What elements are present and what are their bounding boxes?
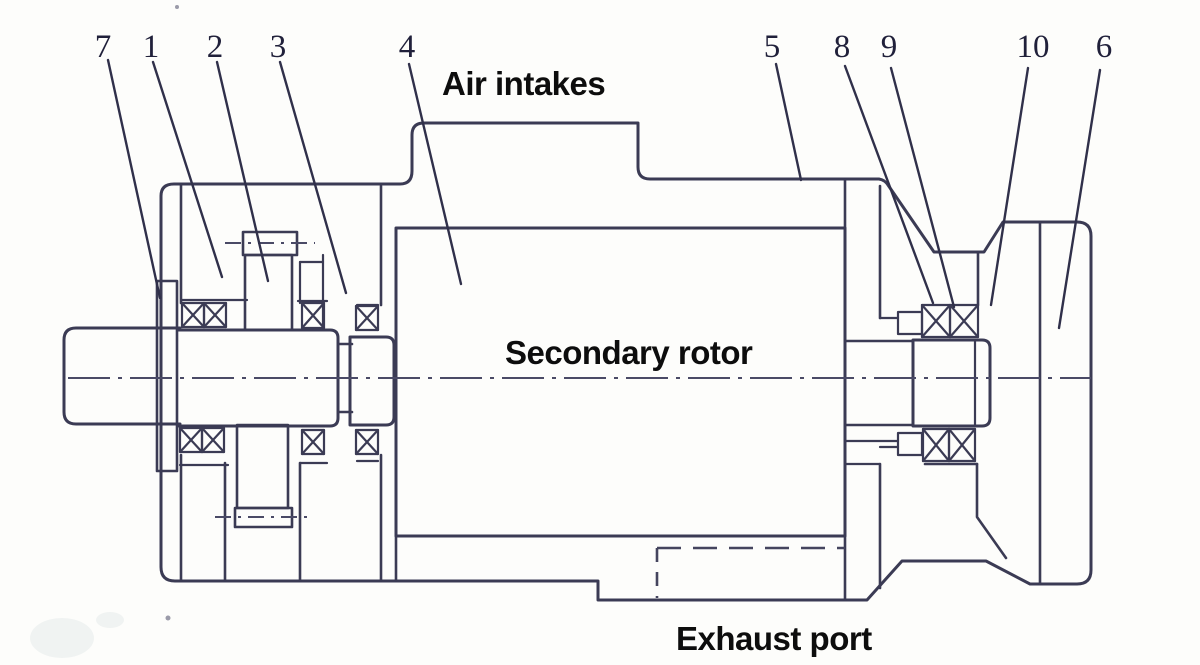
part-number-4: 4 [399, 29, 416, 65]
part-number-7: 7 [95, 29, 112, 65]
part-number-2: 2 [207, 29, 224, 65]
bearings [178, 301, 980, 463]
label-secondary-rotor: Secondary rotor [505, 334, 753, 371]
scan-artifacts [30, 5, 179, 658]
timing-gear [215, 230, 315, 529]
callout-numbers: 7 1 2 3 4 5 8 9 10 6 [95, 29, 1113, 65]
label-exhaust-port: Exhaust port [676, 620, 872, 657]
exhaust-port-hidden-lines [655, 546, 845, 598]
part-number-5: 5 [764, 29, 781, 65]
part-number-9: 9 [881, 29, 898, 65]
rotor-chamber [394, 178, 882, 602]
casing-outline [159, 121, 1093, 602]
part-number-10: 10 [1017, 29, 1050, 65]
part-number-8: 8 [834, 29, 851, 65]
label-air-intakes: Air intakes [442, 65, 605, 102]
callout-leader-lines [106, 58, 1102, 330]
part-number-3: 3 [270, 29, 287, 65]
gearbox-internals [155, 182, 398, 583]
part-number-6: 6 [1096, 29, 1113, 65]
right-bearing-housing [843, 250, 1008, 560]
part-number-1: 1 [143, 29, 160, 65]
text-labels: Air intakes Secondary rotor Exhaust port [442, 65, 873, 657]
